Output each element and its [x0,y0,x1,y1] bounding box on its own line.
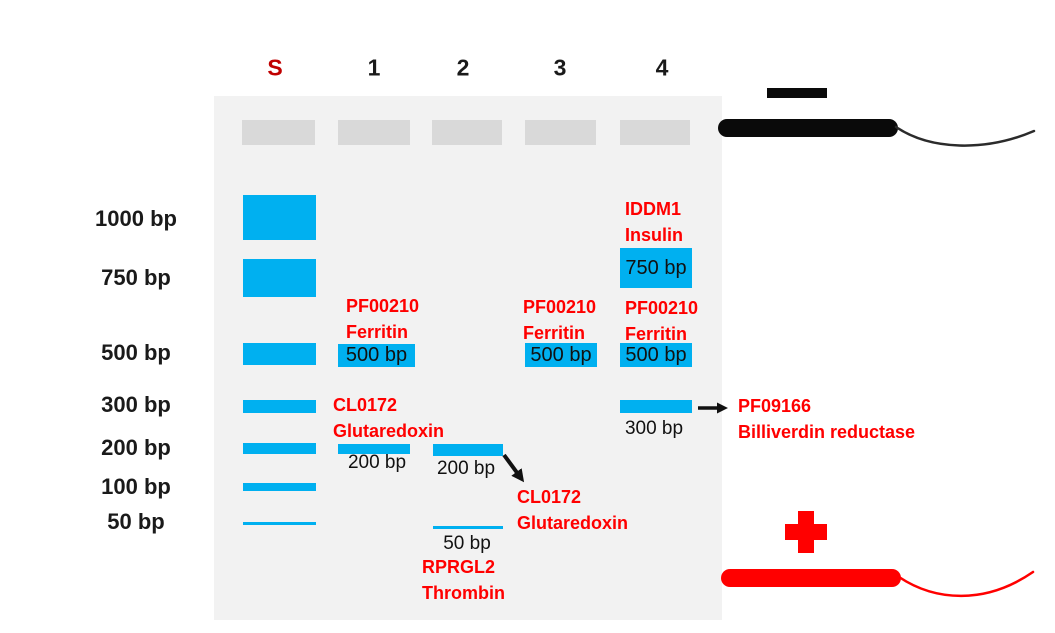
band-laneS-750bp [243,259,316,297]
annotation-line: Insulin [625,225,683,245]
band-lane3-500bp: 500 bp [525,343,597,367]
band-size-caption-300bp: 300 bp [624,418,684,439]
band-lane2-50bp [433,526,503,529]
plus-vertical-arm [798,511,814,553]
negative-electrode-bar [718,119,898,137]
well-lane-4 [620,120,690,145]
band-lane4-300bp [620,400,692,413]
positive-electrode-wire [897,570,1035,598]
band-lane1-200bp [338,444,410,454]
positive-electrode-bar [721,569,901,587]
annotation-line: CL0172 [517,487,582,507]
annotation-line: Ferritin [346,322,409,342]
annotation-line: Glutaredoxin [333,421,445,441]
ladder-size-label-500bp: 500 bp [101,340,171,365]
ladder-size-label-100bp: 100 bp [101,474,171,499]
plus-sign-icon [785,511,827,553]
band-size-caption-200bp: 200 bp [347,452,407,473]
annotation-line: Ferritin [523,323,586,343]
band-laneS-300bp [243,400,316,413]
band-lane1-500bp: 500 bp [338,344,415,367]
ladder-size-label-1000bp: 1000 bp [95,206,177,231]
band-laneS-50bp [243,522,316,525]
band-lane4-500bp: 500 bp [620,343,692,367]
negative-electrode-wire [894,125,1036,147]
annotation-line: PF00210 [346,296,420,316]
band-size-caption-200bp: 200 bp [436,458,496,479]
annotation-line: RPRGL2 [422,557,496,577]
band-laneS-500bp [243,343,316,365]
well-lane-3 [525,120,596,145]
lane-label-4: 4 [655,54,669,81]
annotation-line: Billiverdin reductase [738,422,916,442]
ladder-size-label-750bp: 750 bp [101,265,171,290]
well-lane-1 [338,120,410,145]
annotation-line: PF00210 [625,298,699,318]
annotation-line: Thrombin [422,583,505,603]
lane-label-3: 3 [553,54,567,81]
band-laneS-200bp [243,443,316,454]
well-lane-S [242,120,315,145]
ladder-size-label-300bp: 300 bp [101,392,171,417]
annotation-line: PF00210 [523,297,597,317]
annotation-line: Ferritin [625,324,688,344]
band-laneS-100bp [243,483,316,491]
annotation-line: IDDM1 [625,199,682,219]
band-size-caption-50bp: 50 bp [443,533,491,554]
lane-label-S: S [267,54,283,81]
band-lane2-200bp [433,444,503,456]
well-lane-2 [432,120,502,145]
band-lane4-750bp: 750 bp [620,248,692,288]
annotation-line: PF09166 [738,396,812,416]
annotation-line: CL0172 [333,395,398,415]
annotation-line: Glutaredoxin [517,513,629,533]
ladder-size-label-50bp: 50 bp [107,509,165,534]
band-laneS-1000bp [243,195,316,240]
lane-label-1: 1 [367,54,381,81]
ladder-size-label-200bp: 200 bp [101,435,171,460]
minus-sign-icon [767,88,827,98]
lane-label-2: 2 [456,54,470,81]
